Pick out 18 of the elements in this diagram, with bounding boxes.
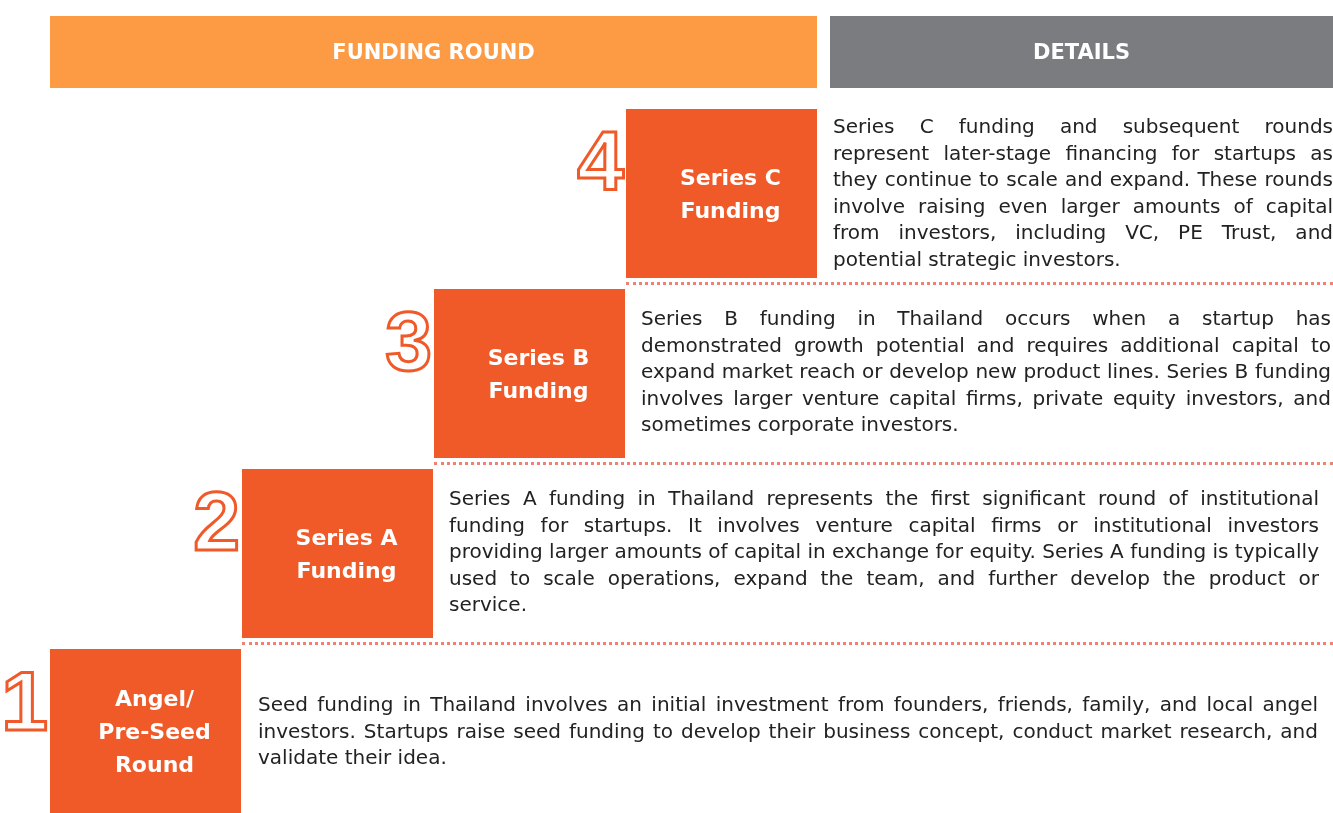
step-title: Series A Funding (294, 523, 399, 585)
step-box (626, 109, 817, 278)
step-box (434, 289, 625, 458)
description-text: Seed funding in Thailand involves an initial investment from founders, friends, family, and local angel investors. Startups raise seed funding to develop their business concept, conduct market research, and validate their idea. (258, 691, 1318, 771)
step-title: Series C Funding (679, 163, 782, 225)
step-number: 2 (193, 479, 240, 563)
step-title: Angel/ Pre-Seed Round (97, 684, 212, 779)
step-box (50, 649, 241, 813)
description-text: Series B funding in Thailand occurs when a startup has demonstrated growth potential and requires additional capital to expand market reach or develop new product lines. Series B funding involves larger venture capital firms, private equity investors, and sometimes corporate investors. (641, 305, 1331, 438)
column-header: DETAILS (830, 16, 1333, 88)
step-number: 1 (1, 659, 48, 743)
step-number: 3 (385, 299, 432, 383)
column-header: FUNDING ROUND (50, 16, 817, 88)
step-number: 4 (577, 119, 624, 203)
step-box (242, 469, 433, 638)
description-text: Series A funding in Thailand represents the first significant round of institutional funding for startups. It involves venture capital firms or institutional investors providing larger amounts of capital in exchange for equity. Series A funding is typically used to scale operations, expand the team, and further develop the product or service. (449, 485, 1319, 618)
description-text: Series C funding and subsequent rounds represent later-stage financing for startups as they continue to scale and expand. These rounds involve raising even larger amounts of capital from investors, including VC, PE Trust, and potential strategic investors. (833, 113, 1333, 272)
step-title: Series B Funding (486, 343, 591, 405)
